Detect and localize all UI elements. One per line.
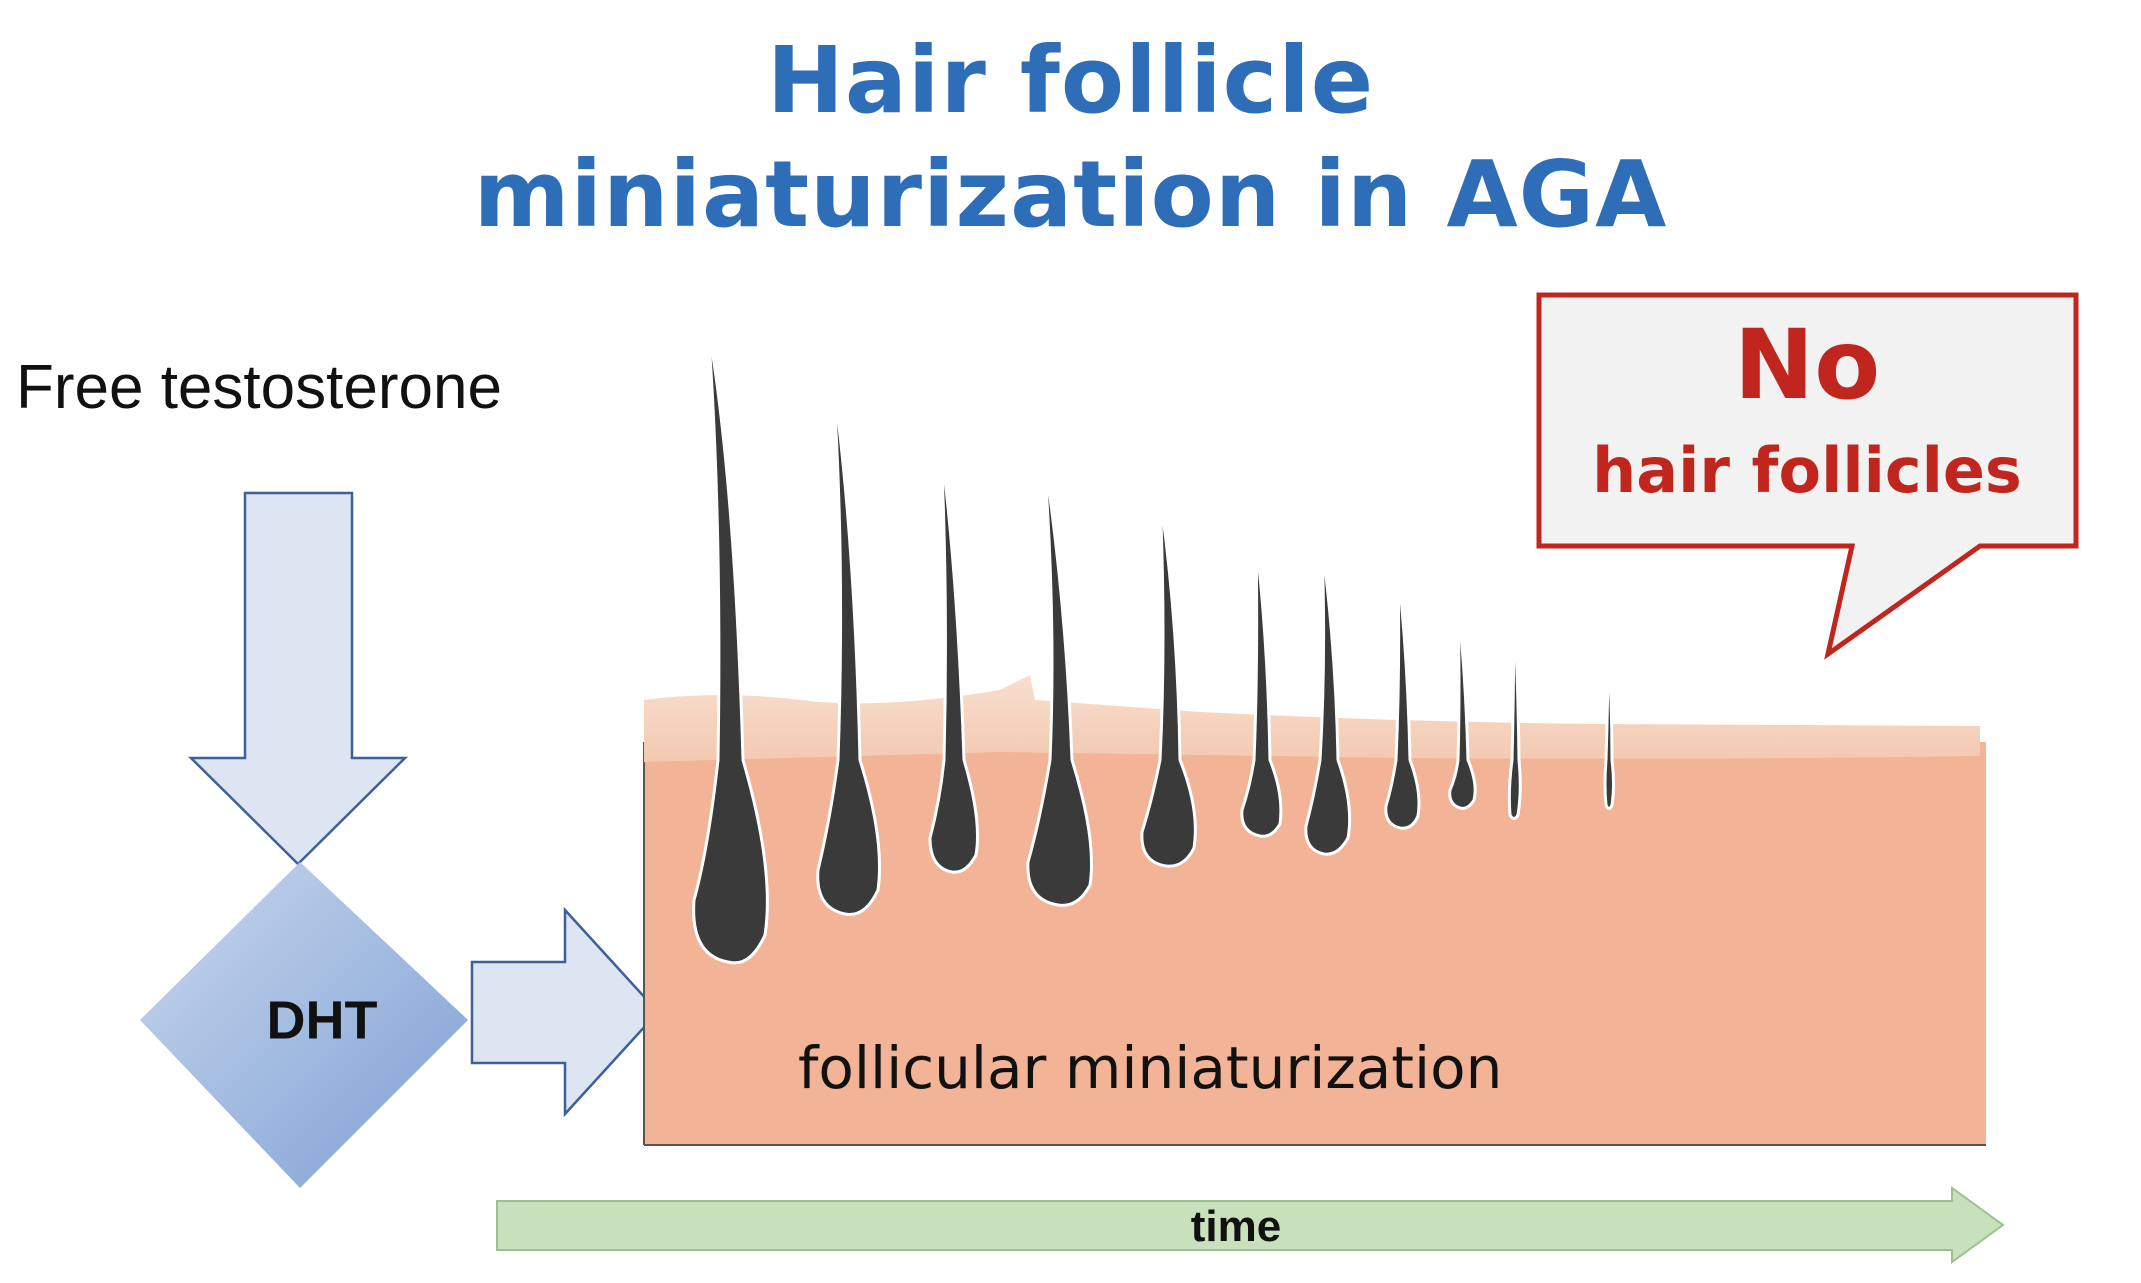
hair-follicle-icon: [1384, 567, 1421, 830]
time-arrow: time: [496, 1186, 2005, 1264]
hair-follicle-icon: [1140, 494, 1197, 868]
hair-follicle-icon: [1507, 594, 1522, 820]
down-arrow-icon: [187, 491, 409, 866]
time-label: time: [1191, 1202, 1281, 1251]
title-line-1: Hair follicle: [766, 27, 1375, 134]
follicular-miniaturization-label: follicular miniaturization: [798, 1034, 1502, 1102]
hair-follicle-icon: [692, 324, 769, 965]
dht-label: DHT: [267, 990, 378, 1050]
callout-line-1: No: [1734, 309, 1880, 421]
time-arrow-icon: [496, 1186, 2005, 1264]
hair-follicles: [692, 324, 1615, 965]
hair-follicle-icon: [816, 377, 881, 916]
hair-follicle-icon: [928, 444, 979, 874]
dht-diamond: DHT: [140, 862, 468, 1188]
skin-surface: [644, 675, 1980, 762]
free-testosterone-label: Free testosterone: [16, 353, 502, 422]
slide-title: Hair follicle miniaturization in AGA: [0, 24, 2141, 252]
hair-follicle-icon: [1448, 599, 1477, 810]
callout-line-2: hair follicles: [1592, 434, 2022, 507]
hair-follicle-icon: [1304, 542, 1352, 856]
hair-follicle-icon: [1026, 454, 1093, 907]
no-hair-follicles-callout: No hair follicles: [1536, 292, 2079, 660]
hair-follicle-icon: [1240, 539, 1283, 838]
title-line-2: miniaturization in AGA: [473, 141, 1668, 248]
hair-follicle-icon: [1603, 644, 1615, 810]
right-arrow-icon: [470, 906, 660, 1118]
